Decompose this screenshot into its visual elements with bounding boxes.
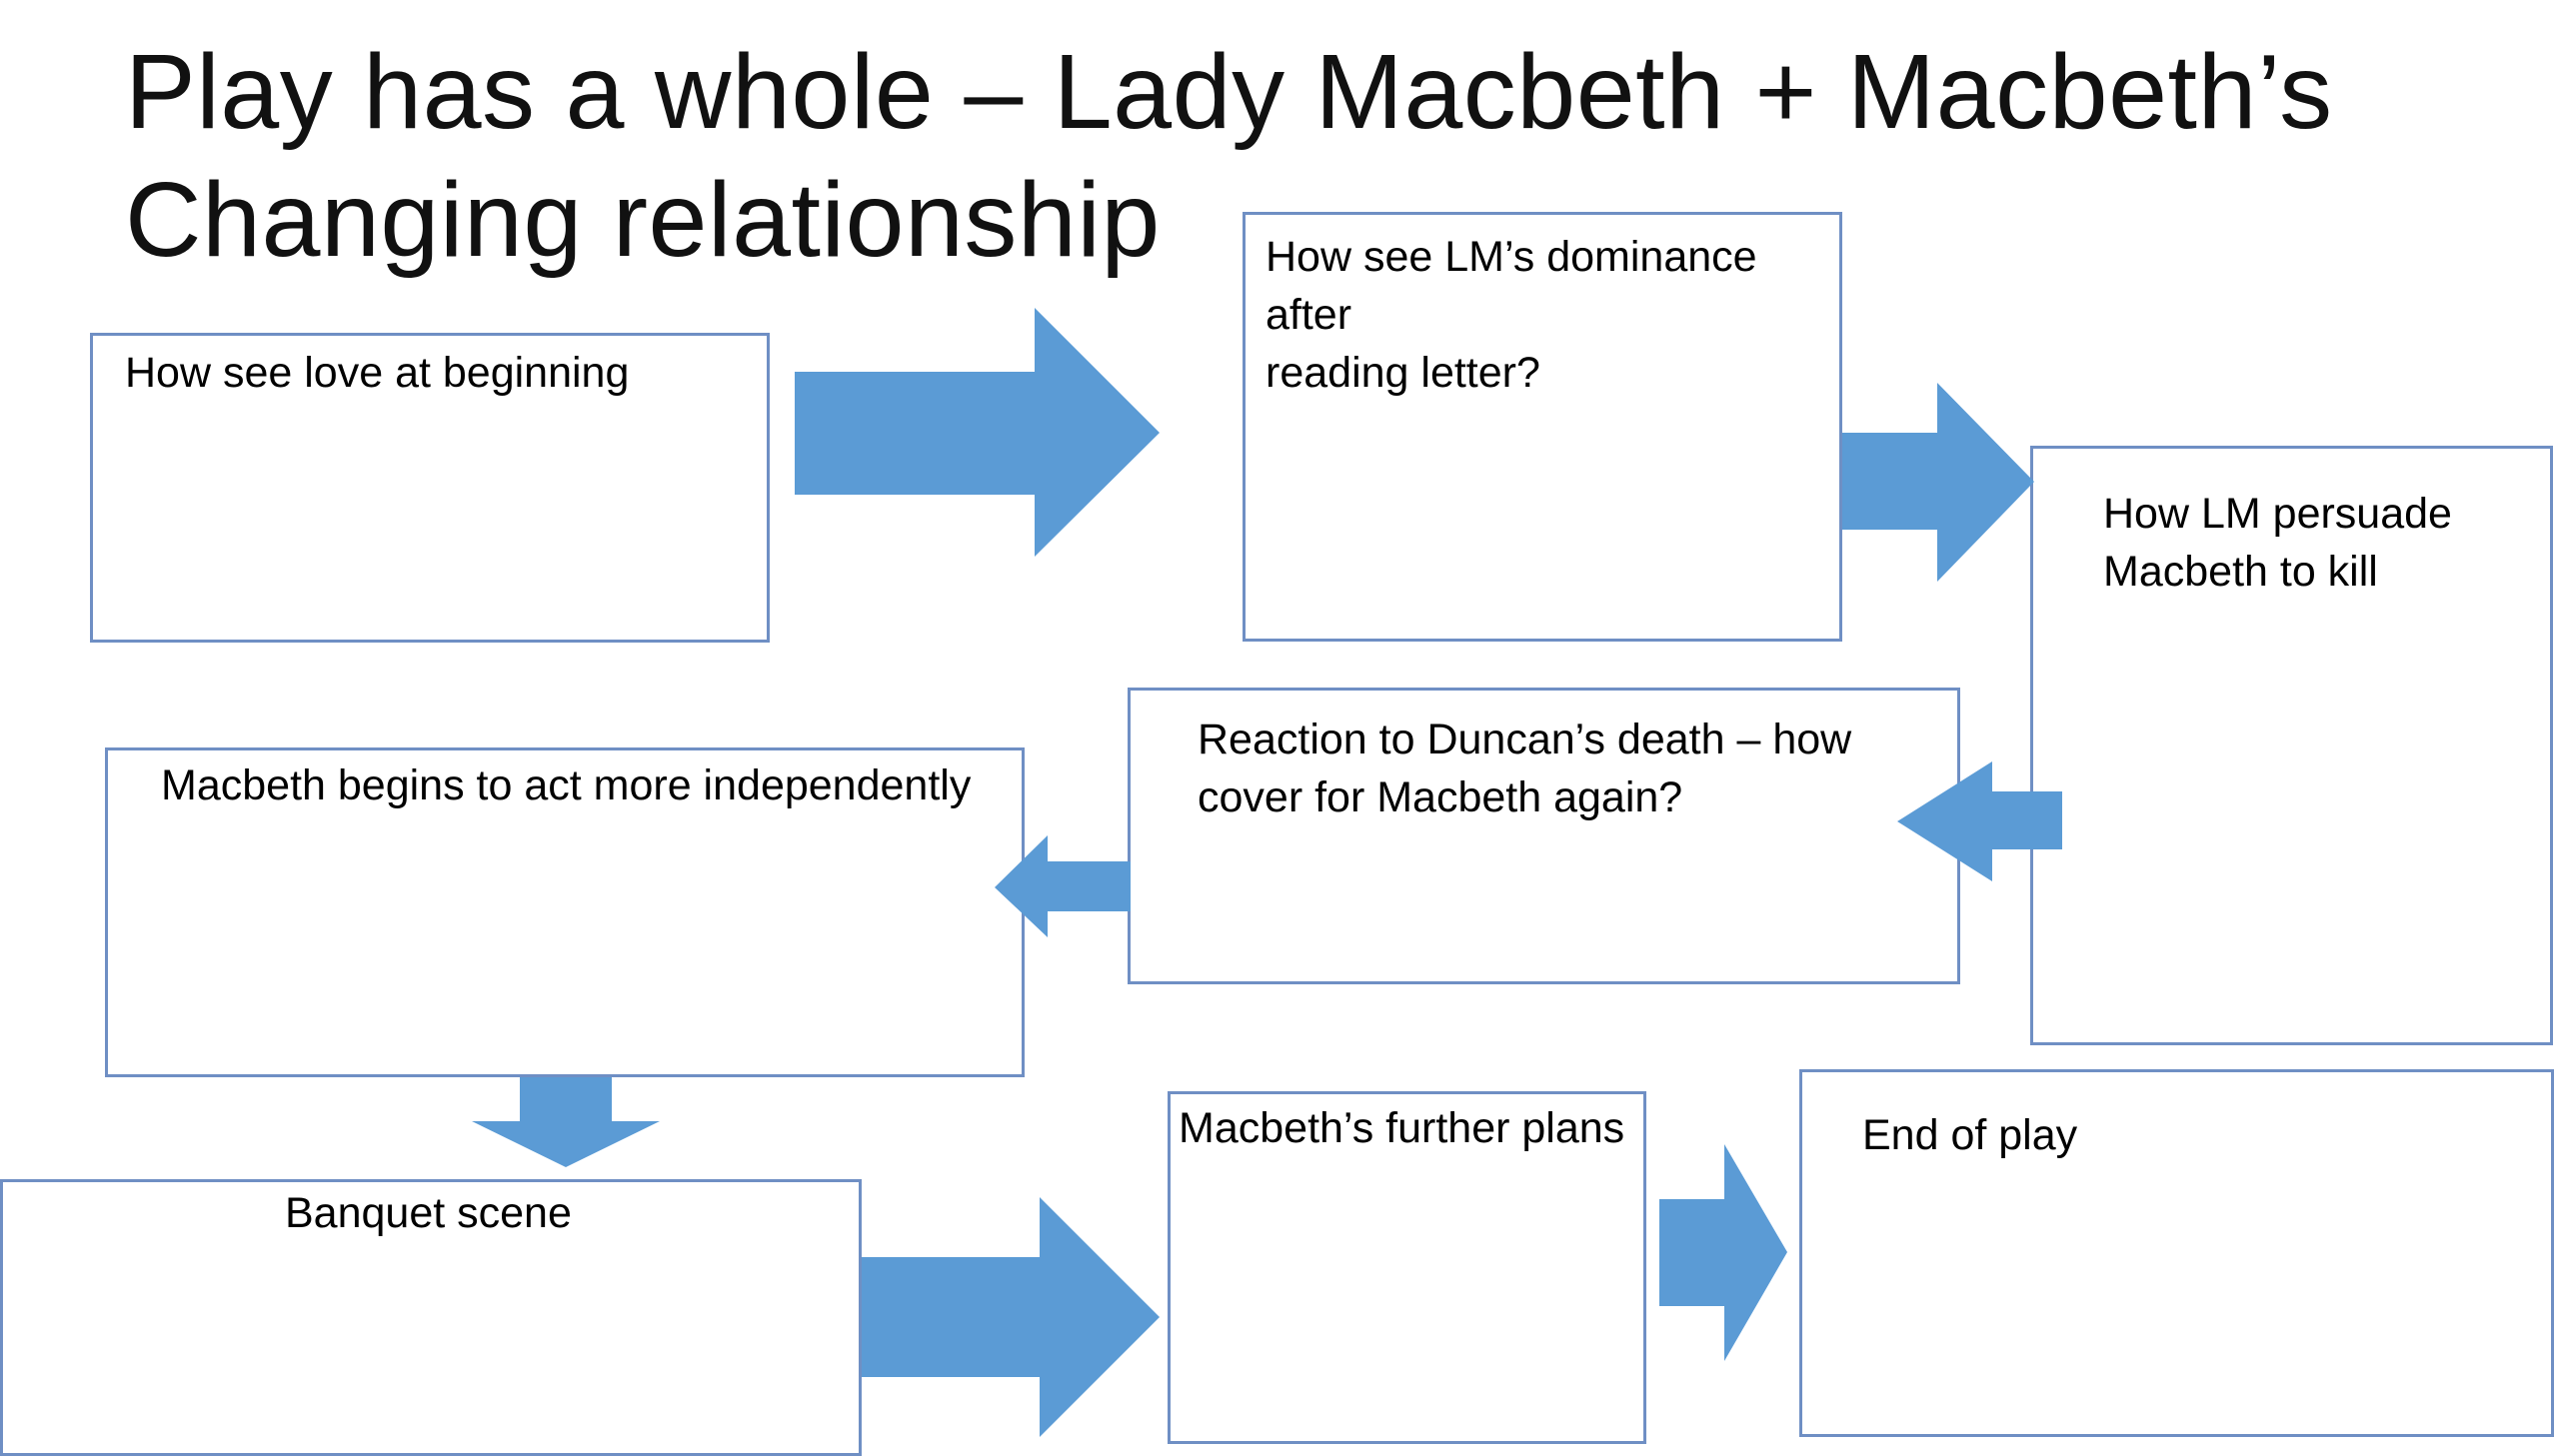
box-love-beginning: How see love at beginning bbox=[90, 333, 770, 643]
box-banquet-text: Banquet scene bbox=[285, 1189, 572, 1237]
arrow-right-1 bbox=[795, 308, 1160, 557]
title-line-1: Play has a whole – Lady Macbeth + Macbet… bbox=[125, 33, 2333, 151]
box-duncan-reaction: Reaction to Duncan’s death – how cover f… bbox=[1128, 688, 1960, 984]
slide-title: Play has a whole – Lady Macbeth + Macbet… bbox=[125, 28, 2474, 284]
box-lm-persuade-text: How LM persuade Macbeth to kill bbox=[2103, 490, 2452, 596]
arrow-right-2 bbox=[1842, 383, 2034, 582]
box-macbeth-independent: Macbeth begins to act more independently bbox=[105, 747, 1025, 1077]
box-duncan-reaction-text: Reaction to Duncan’s death – how cover f… bbox=[1198, 716, 1852, 821]
box-lm-persuade: How LM persuade Macbeth to kill bbox=[2030, 446, 2553, 1045]
box-end-of-play-text: End of play bbox=[1862, 1111, 2078, 1159]
box-lm-dominance: How see LM’s dominance after reading let… bbox=[1243, 212, 1842, 642]
title-line-2: Changing relationship bbox=[125, 161, 1161, 279]
box-banquet: Banquet scene bbox=[0, 1179, 862, 1456]
box-love-beginning-text: How see love at beginning bbox=[125, 349, 630, 397]
box-lm-dominance-text: How see LM’s dominance after reading let… bbox=[1266, 233, 1757, 397]
arrow-right-7 bbox=[1659, 1144, 1787, 1361]
arrow-right-6 bbox=[862, 1197, 1160, 1437]
box-end-of-play: End of play bbox=[1799, 1069, 2554, 1437]
box-further-plans-text: Macbeth’s further plans bbox=[1179, 1104, 1625, 1152]
box-macbeth-independent-text: Macbeth begins to act more independently bbox=[161, 761, 972, 809]
arrow-down-5 bbox=[472, 1077, 660, 1167]
box-further-plans: Macbeth’s further plans bbox=[1168, 1091, 1646, 1444]
arrow-left-4 bbox=[995, 835, 1131, 937]
arrow-left-3 bbox=[1897, 761, 2062, 881]
